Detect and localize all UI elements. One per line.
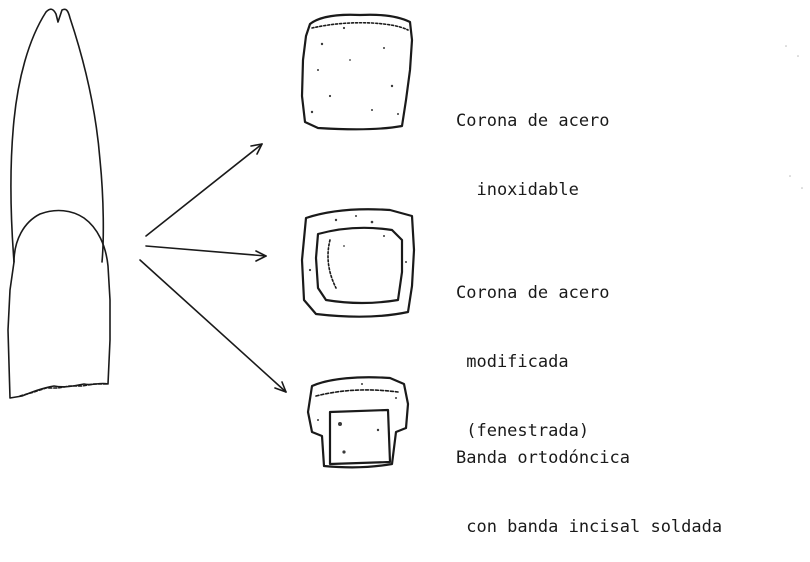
tooth-incisal-edge <box>19 383 109 397</box>
modified-crown-label-line2: modificada <box>456 352 569 372</box>
ortho-incisal-band <box>328 408 392 466</box>
steel-crown-outline <box>300 13 414 131</box>
modified-crown-texture <box>308 215 407 272</box>
modified-crown-label-line1: Corona de acero <box>456 283 610 303</box>
diagram-canvas <box>7 8 803 469</box>
modified-crown-window <box>314 226 404 305</box>
arrow-to-modified-crown <box>145 245 267 262</box>
ortho-band-drawing <box>306 376 410 469</box>
ortho-band-texture <box>317 383 397 454</box>
ortho-band-label: Banda ortodóncica con banda incisal sold… <box>456 401 722 562</box>
tooth-root-outline <box>10 8 105 263</box>
steel-crown-label-line2: inoxidable <box>456 180 579 200</box>
steel-crown-texture <box>310 26 399 115</box>
arrows <box>139 143 287 393</box>
steel-crown-label-line1: Corona de acero <box>456 111 610 131</box>
modified-crown-drawing <box>300 208 416 318</box>
modified-crown-label: Corona de acero modificada (fenestrada) <box>456 236 610 466</box>
scan-noise <box>785 45 803 189</box>
steel-crown-drawing <box>300 13 414 131</box>
ortho-band-label-line2: con banda incisal soldada <box>456 517 723 537</box>
ortho-band-label-line1: Banda ortodóncica <box>456 448 630 468</box>
modified-crown-label-line3: (fenestrada) <box>456 421 590 441</box>
steel-crown-top-rim <box>311 21 409 31</box>
incisor-tooth <box>7 8 111 399</box>
modified-crown-inner-arc <box>327 239 337 289</box>
modified-crown-outer <box>300 208 416 318</box>
ortho-band-rim <box>315 389 399 397</box>
ortho-band-outer <box>306 376 410 469</box>
arrow-to-steel-crown <box>145 143 263 237</box>
tooth-crown-outline <box>7 209 111 399</box>
steel-crown-label: Corona de acero inoxidable <box>456 64 610 225</box>
arrow-to-ortho-band <box>139 259 287 393</box>
